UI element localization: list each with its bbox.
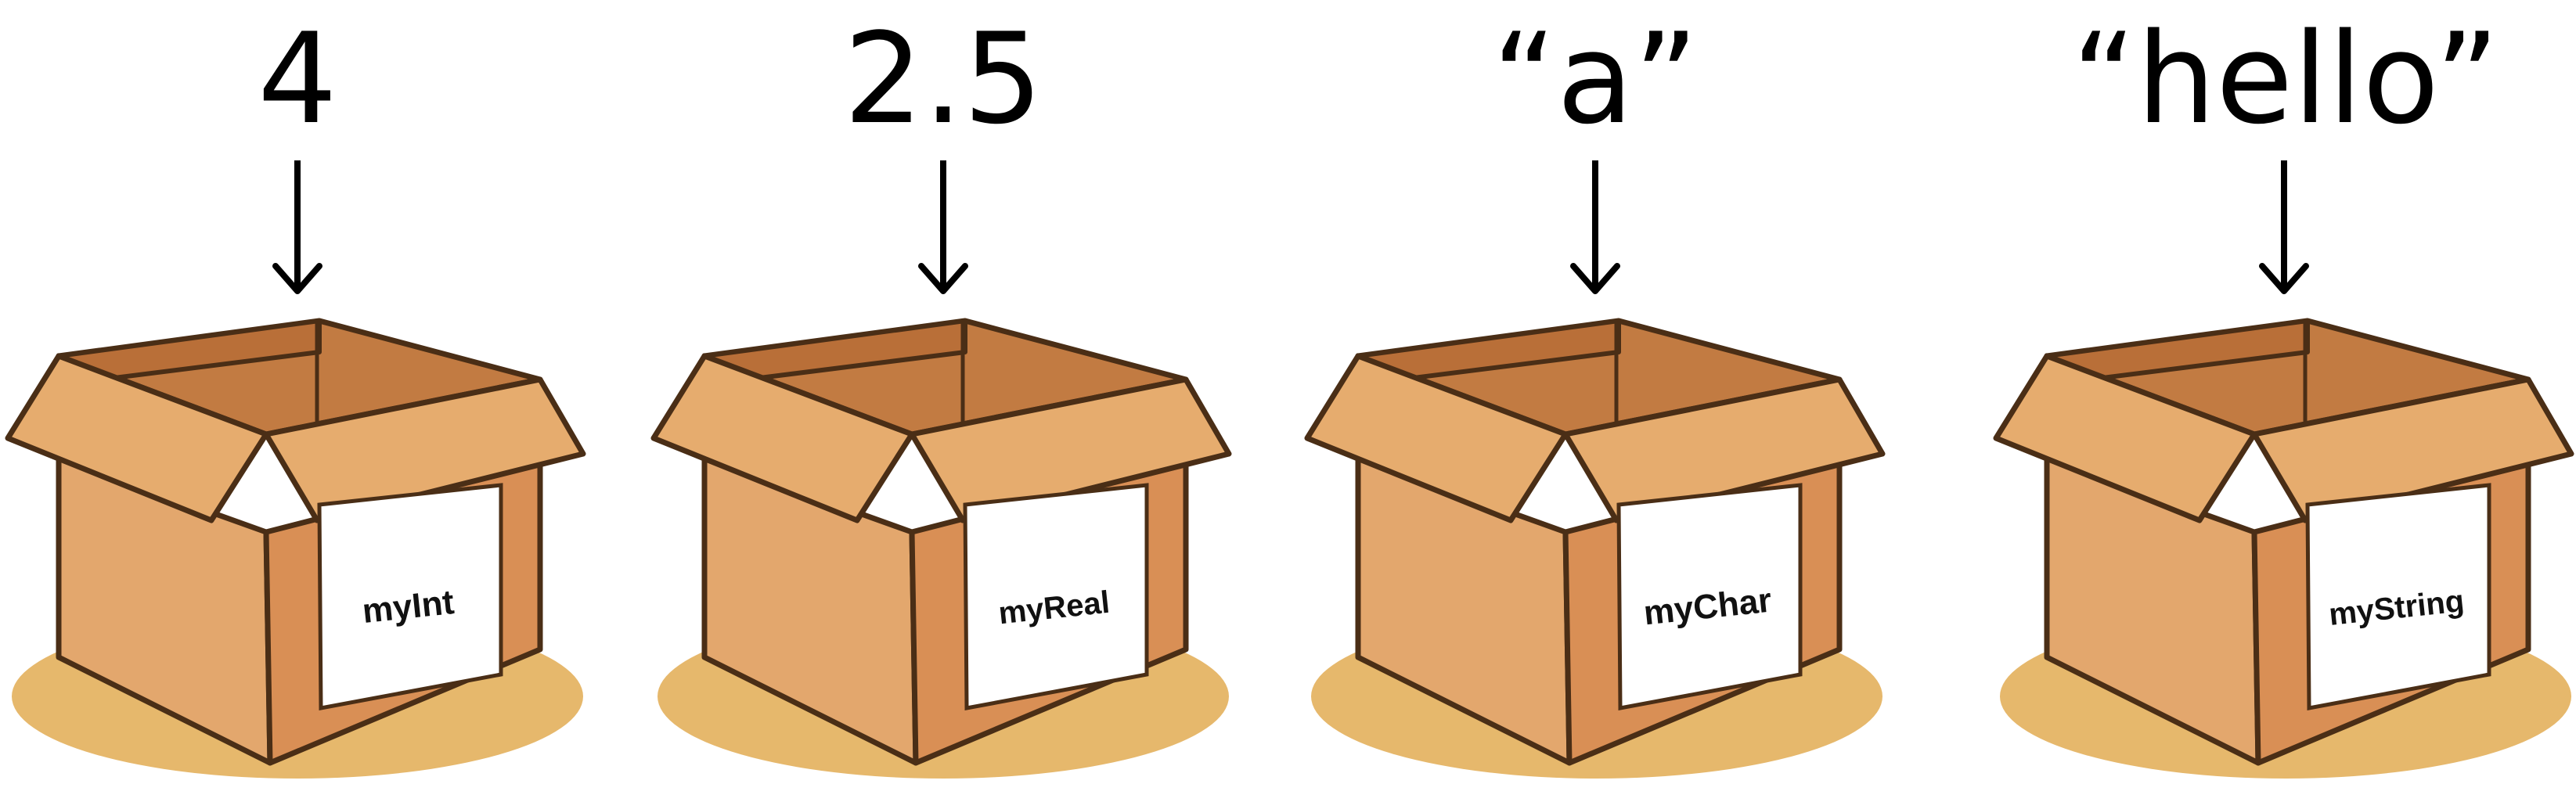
box-flap-right [263,376,586,523]
variable-box-string: myString [1993,160,2574,779]
label-int: myInt [361,583,456,631]
box-flap-right [1562,376,1886,523]
arrow-real-head [918,263,968,294]
label-card-real [963,483,1149,711]
value-real: 2.5 [843,5,1043,152]
box-flap-left [1304,353,1569,523]
label-card-char [1616,483,1803,711]
box-flap-right [909,376,1232,523]
value-char: “a” [1492,5,1699,152]
label-card-string [2305,483,2491,711]
variable-box-char: myChar [1304,160,1886,779]
arrow-char-head [1570,263,1620,294]
arrow-string-head [2259,263,2309,294]
variable-box-real: myReal [650,160,1232,779]
label-card-int [317,483,503,711]
box-flap-right [2251,376,2574,523]
arrow-int-head [272,263,322,294]
variable-box-int: myInt [5,160,586,779]
box-flap-left [650,353,915,523]
box-flap-left [1993,353,2257,523]
value-int: 4 [258,5,337,152]
box-flap-left [5,353,269,523]
value-string: “hello” [2071,5,2500,152]
